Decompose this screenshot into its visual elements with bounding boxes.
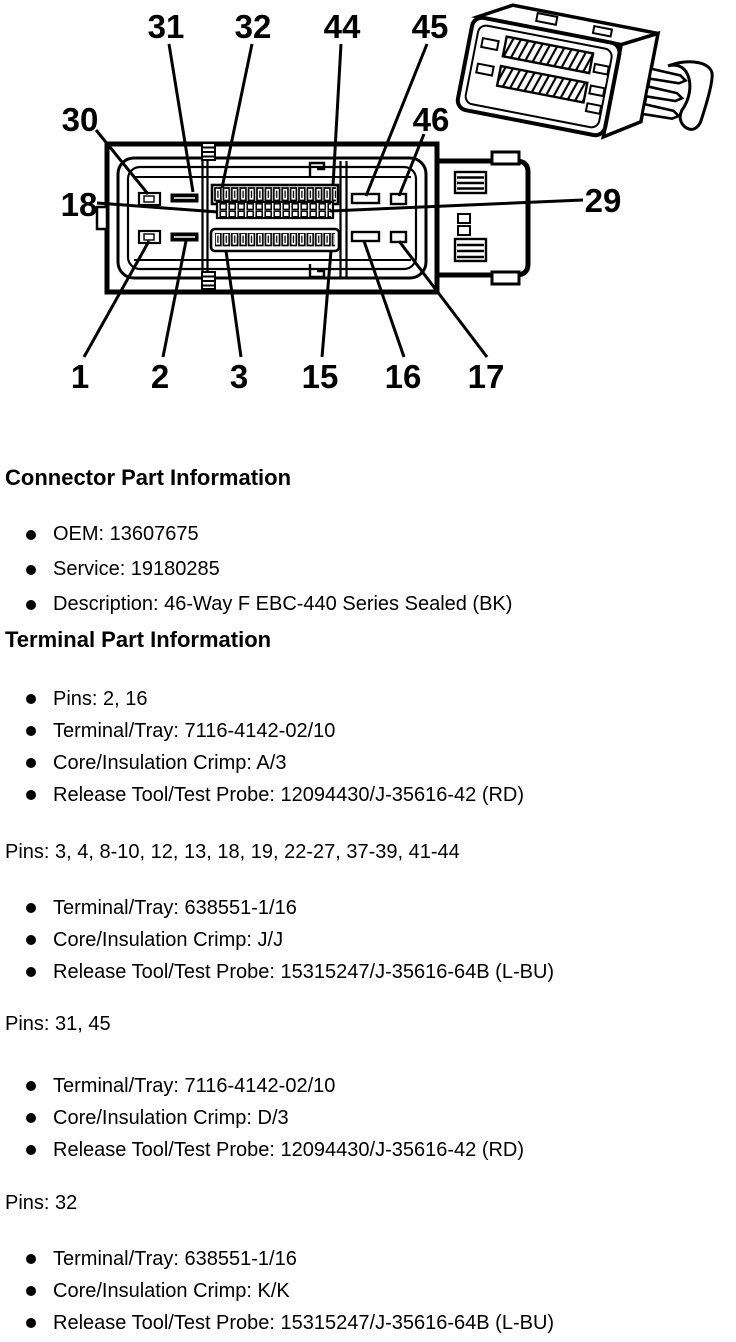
callout-29: 29 <box>585 182 622 219</box>
callout-15: 15 <box>302 358 339 395</box>
oem-item: OEM: 13607675 <box>0 517 736 552</box>
connector-end-view-diagram: 31 32 44 45 30 46 18 29 1 2 3 15 16 17 <box>61 3 714 395</box>
callout-leader-lines <box>82 43 584 358</box>
wire-ribbon <box>667 60 714 131</box>
crimp-item: Core/Insulation Crimp: D/3 <box>0 1102 736 1134</box>
connector-body <box>95 141 531 295</box>
terminal-tray-item: Terminal/Tray: 638551-1/16 <box>0 1243 736 1275</box>
inset-pin-row <box>495 64 589 104</box>
release-tool-item: Release Tool/Test Probe: 15315247/J-3561… <box>0 956 736 988</box>
service-item: Service: 19180285 <box>0 552 736 587</box>
pin-block-middle <box>215 200 335 220</box>
callout-2: 2 <box>151 358 169 395</box>
callout-labels: 31 32 44 45 30 46 18 29 1 2 3 15 16 17 <box>61 8 622 395</box>
inset-pin-row <box>501 35 595 75</box>
description-item: Description: 46-Way F EBC-440 Series Sea… <box>0 587 736 622</box>
terminal-prongs <box>640 67 688 121</box>
terminal-tray-item: Terminal/Tray: 7116-4142-02/10 <box>0 715 736 747</box>
release-tool-item: Release Tool/Test Probe: 12094430/J-3561… <box>0 1134 736 1166</box>
crimp-item: Core/Insulation Crimp: J/J <box>0 924 736 956</box>
pin-block-bottom <box>209 227 341 253</box>
release-tool-item: Release Tool/Test Probe: 12094430/J-3561… <box>0 779 736 811</box>
callout-32: 32 <box>235 8 272 45</box>
terminal-pads <box>137 191 408 245</box>
terminal-part-information-heading: Terminal Part Information <box>5 627 272 652</box>
terminal-group-4-pins-heading: Pins: 32 <box>5 1192 78 1214</box>
callout-31: 31 <box>148 8 185 45</box>
terminal-group-4-list: Terminal/Tray: 638551-1/16 Core/Insulati… <box>0 1243 736 1339</box>
callout-45: 45 <box>412 8 449 45</box>
connector-isometric-inset <box>455 3 714 140</box>
callout-44: 44 <box>324 8 361 45</box>
release-tool-item: Release Tool/Test Probe: 15315247/J-3561… <box>0 1307 736 1339</box>
callout-16: 16 <box>385 358 422 395</box>
callout-1: 1 <box>71 358 89 395</box>
callout-18: 18 <box>61 186 98 223</box>
callout-46: 46 <box>413 101 450 138</box>
callout-30: 30 <box>62 101 99 138</box>
terminal-group-3-pins-heading: Pins: 31, 45 <box>5 1013 111 1035</box>
callout-3: 3 <box>230 358 248 395</box>
pin-block-top <box>210 183 340 206</box>
terminal-group-3-list: Terminal/Tray: 7116-4142-02/10 Core/Insu… <box>0 1070 736 1166</box>
crimp-item: Core/Insulation Crimp: A/3 <box>0 747 736 779</box>
terminal-tray-item: Terminal/Tray: 7116-4142-02/10 <box>0 1070 736 1102</box>
terminal-tray-item: Terminal/Tray: 638551-1/16 <box>0 892 736 924</box>
crimp-item: Core/Insulation Crimp: K/K <box>0 1275 736 1307</box>
terminal-group-2-list: Terminal/Tray: 638551-1/16 Core/Insulati… <box>0 892 736 988</box>
side-lock-tab <box>95 205 109 231</box>
terminal-group-1-list: Pins: 2, 16 Terminal/Tray: 7116-4142-02/… <box>0 683 736 811</box>
connector-part-information-list: OEM: 13607675 Service: 19180285 Descript… <box>0 517 736 622</box>
connector-part-information-heading: Connector Part Information <box>5 465 292 490</box>
pins-item: Pins: 2, 16 <box>0 683 736 715</box>
terminal-group-2-pins-heading: Pins: 3, 4, 8-10, 12, 13, 18, 19, 22-27,… <box>5 841 460 863</box>
callout-17: 17 <box>468 358 505 395</box>
